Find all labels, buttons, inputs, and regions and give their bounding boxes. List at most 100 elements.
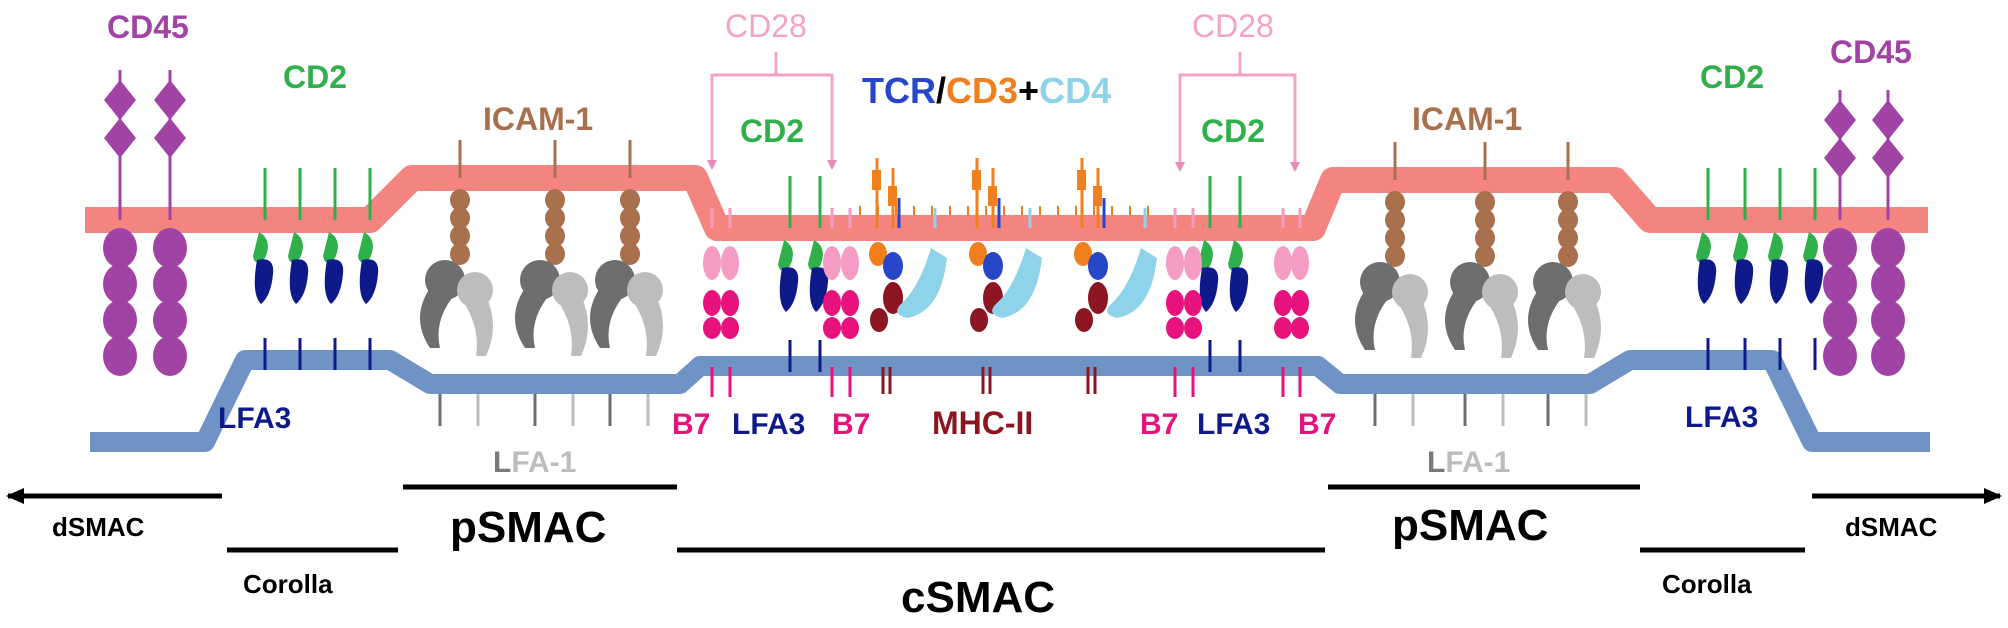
cd3-chain	[888, 186, 897, 206]
cd2-domain	[288, 232, 303, 263]
tcr-domain	[883, 252, 903, 280]
cd2-domain	[1733, 232, 1748, 263]
cd2-domain	[1768, 232, 1783, 263]
b7-domain	[1166, 317, 1184, 339]
b7-label-2: B7	[832, 408, 870, 441]
cd28-domain	[1166, 246, 1184, 280]
cd28-label-left: CD28	[725, 8, 807, 44]
cd2-domain	[1228, 240, 1243, 271]
lfa1-head-dark	[595, 260, 635, 300]
cd4-domain	[897, 248, 947, 318]
b7-label-3: B7	[1140, 408, 1178, 441]
b7-domain	[823, 290, 841, 316]
icam1-domain	[620, 225, 640, 247]
cd28-bracket-left	[707, 52, 837, 170]
icam1-domain	[1558, 209, 1578, 231]
dsmac-label-left: dSMAC	[52, 512, 145, 542]
cd3-chain	[872, 170, 881, 190]
lfa1-leg-light	[466, 296, 493, 356]
cd3-label: CD3	[946, 70, 1018, 111]
cd2-domain	[808, 240, 823, 271]
dsmac-label-right: dSMAC	[1845, 512, 1938, 542]
lfa1-leg-dark	[1528, 290, 1560, 350]
icam1-domain	[1558, 191, 1578, 213]
plus-label: +	[1018, 70, 1039, 111]
cd2-label-center-right: CD2	[1201, 113, 1265, 149]
slash-label: /	[936, 70, 946, 111]
icam1-domain	[1558, 227, 1578, 249]
cd2-domain	[358, 232, 373, 263]
icam1-domain	[620, 243, 640, 265]
lfa1-head-dark	[520, 260, 560, 300]
cd28-domain	[823, 246, 841, 280]
lfa1-leg-light	[1491, 298, 1518, 358]
b7-domain	[703, 317, 721, 339]
cd28-domain	[721, 246, 739, 280]
cd3-chain	[1093, 186, 1102, 206]
cd28-domain	[1274, 246, 1292, 280]
b7-domain	[721, 317, 739, 339]
lfa3-domain	[254, 259, 274, 304]
b7-domain	[1291, 290, 1309, 316]
cd2-label-center-left: CD2	[740, 113, 804, 149]
cd3-chain	[988, 186, 997, 206]
lfa3-label-left: LFA3	[218, 402, 291, 435]
tcr-cd3-cd4-label: TCR/CD3+CD4	[862, 70, 1111, 111]
icam1-domain	[545, 189, 565, 211]
b7-domain	[841, 317, 859, 339]
apc-membrane	[90, 350, 1930, 452]
cd45-diamond	[1872, 100, 1904, 140]
lfa1-head-dark	[1450, 262, 1490, 302]
icam1-label-left: ICAM-1	[483, 101, 593, 137]
mhc2-label: MHC-II	[932, 405, 1033, 441]
lfa3-domain	[1734, 259, 1754, 304]
b7-label-1: B7	[672, 408, 710, 441]
lfa1-leg-light	[561, 296, 588, 356]
cd45-label-right: CD45	[1830, 34, 1912, 70]
b7-domain	[1274, 290, 1292, 316]
b7-domain	[721, 290, 739, 316]
lfa3-domain	[289, 259, 309, 304]
icam1-domain	[450, 225, 470, 247]
psmac-label-left: pSMAC	[450, 503, 606, 552]
lfa3-label-center-left: LFA3	[732, 408, 805, 441]
cd2-domain	[1803, 232, 1818, 263]
mhc2-domain	[1075, 308, 1093, 332]
cd45-diamond	[1824, 138, 1856, 178]
corolla-label-right: Corolla	[1662, 569, 1752, 599]
lfa1-head-dark	[1360, 262, 1400, 302]
lfa3-domain	[1804, 259, 1824, 304]
lfa3-domain	[359, 259, 379, 304]
mhc2-domain	[970, 308, 988, 332]
b7-domain	[1274, 317, 1292, 339]
lfa1-leg-dark	[420, 288, 452, 348]
lfa1-leg-light	[636, 296, 663, 356]
tcr-domain	[983, 252, 1003, 280]
cd45-diamond	[1872, 138, 1904, 178]
cd2-label-right: CD2	[1700, 59, 1764, 95]
b7-domain	[1184, 290, 1202, 316]
mhc2-domain	[870, 308, 888, 332]
icam1-domain	[450, 243, 470, 265]
lfa1-head-dark	[425, 260, 465, 300]
mhc2-domain	[1088, 282, 1108, 314]
b7-domain	[703, 290, 721, 316]
lfa1-leg-light	[1401, 298, 1428, 358]
cd3-domain	[1074, 242, 1092, 266]
b7-domain	[823, 317, 841, 339]
lfa1-head-dark	[1533, 262, 1573, 302]
cd3-chain	[1077, 170, 1086, 190]
lfa3-domain	[1229, 267, 1249, 312]
tcr-label: TCR	[862, 70, 936, 111]
csmac-label: cSMAC	[901, 573, 1055, 622]
cd4-domain	[992, 248, 1042, 318]
lfa1-leg-dark	[1355, 290, 1387, 350]
cd45-domain	[103, 228, 137, 268]
b7-domain	[841, 290, 859, 316]
icam1-domain	[1475, 209, 1495, 231]
lfa3-domain	[1199, 267, 1219, 312]
lfa1-leg-light	[1574, 298, 1601, 358]
cd2-domain	[778, 240, 793, 271]
icam1-domain	[620, 189, 640, 211]
b7-domain	[1166, 290, 1184, 316]
